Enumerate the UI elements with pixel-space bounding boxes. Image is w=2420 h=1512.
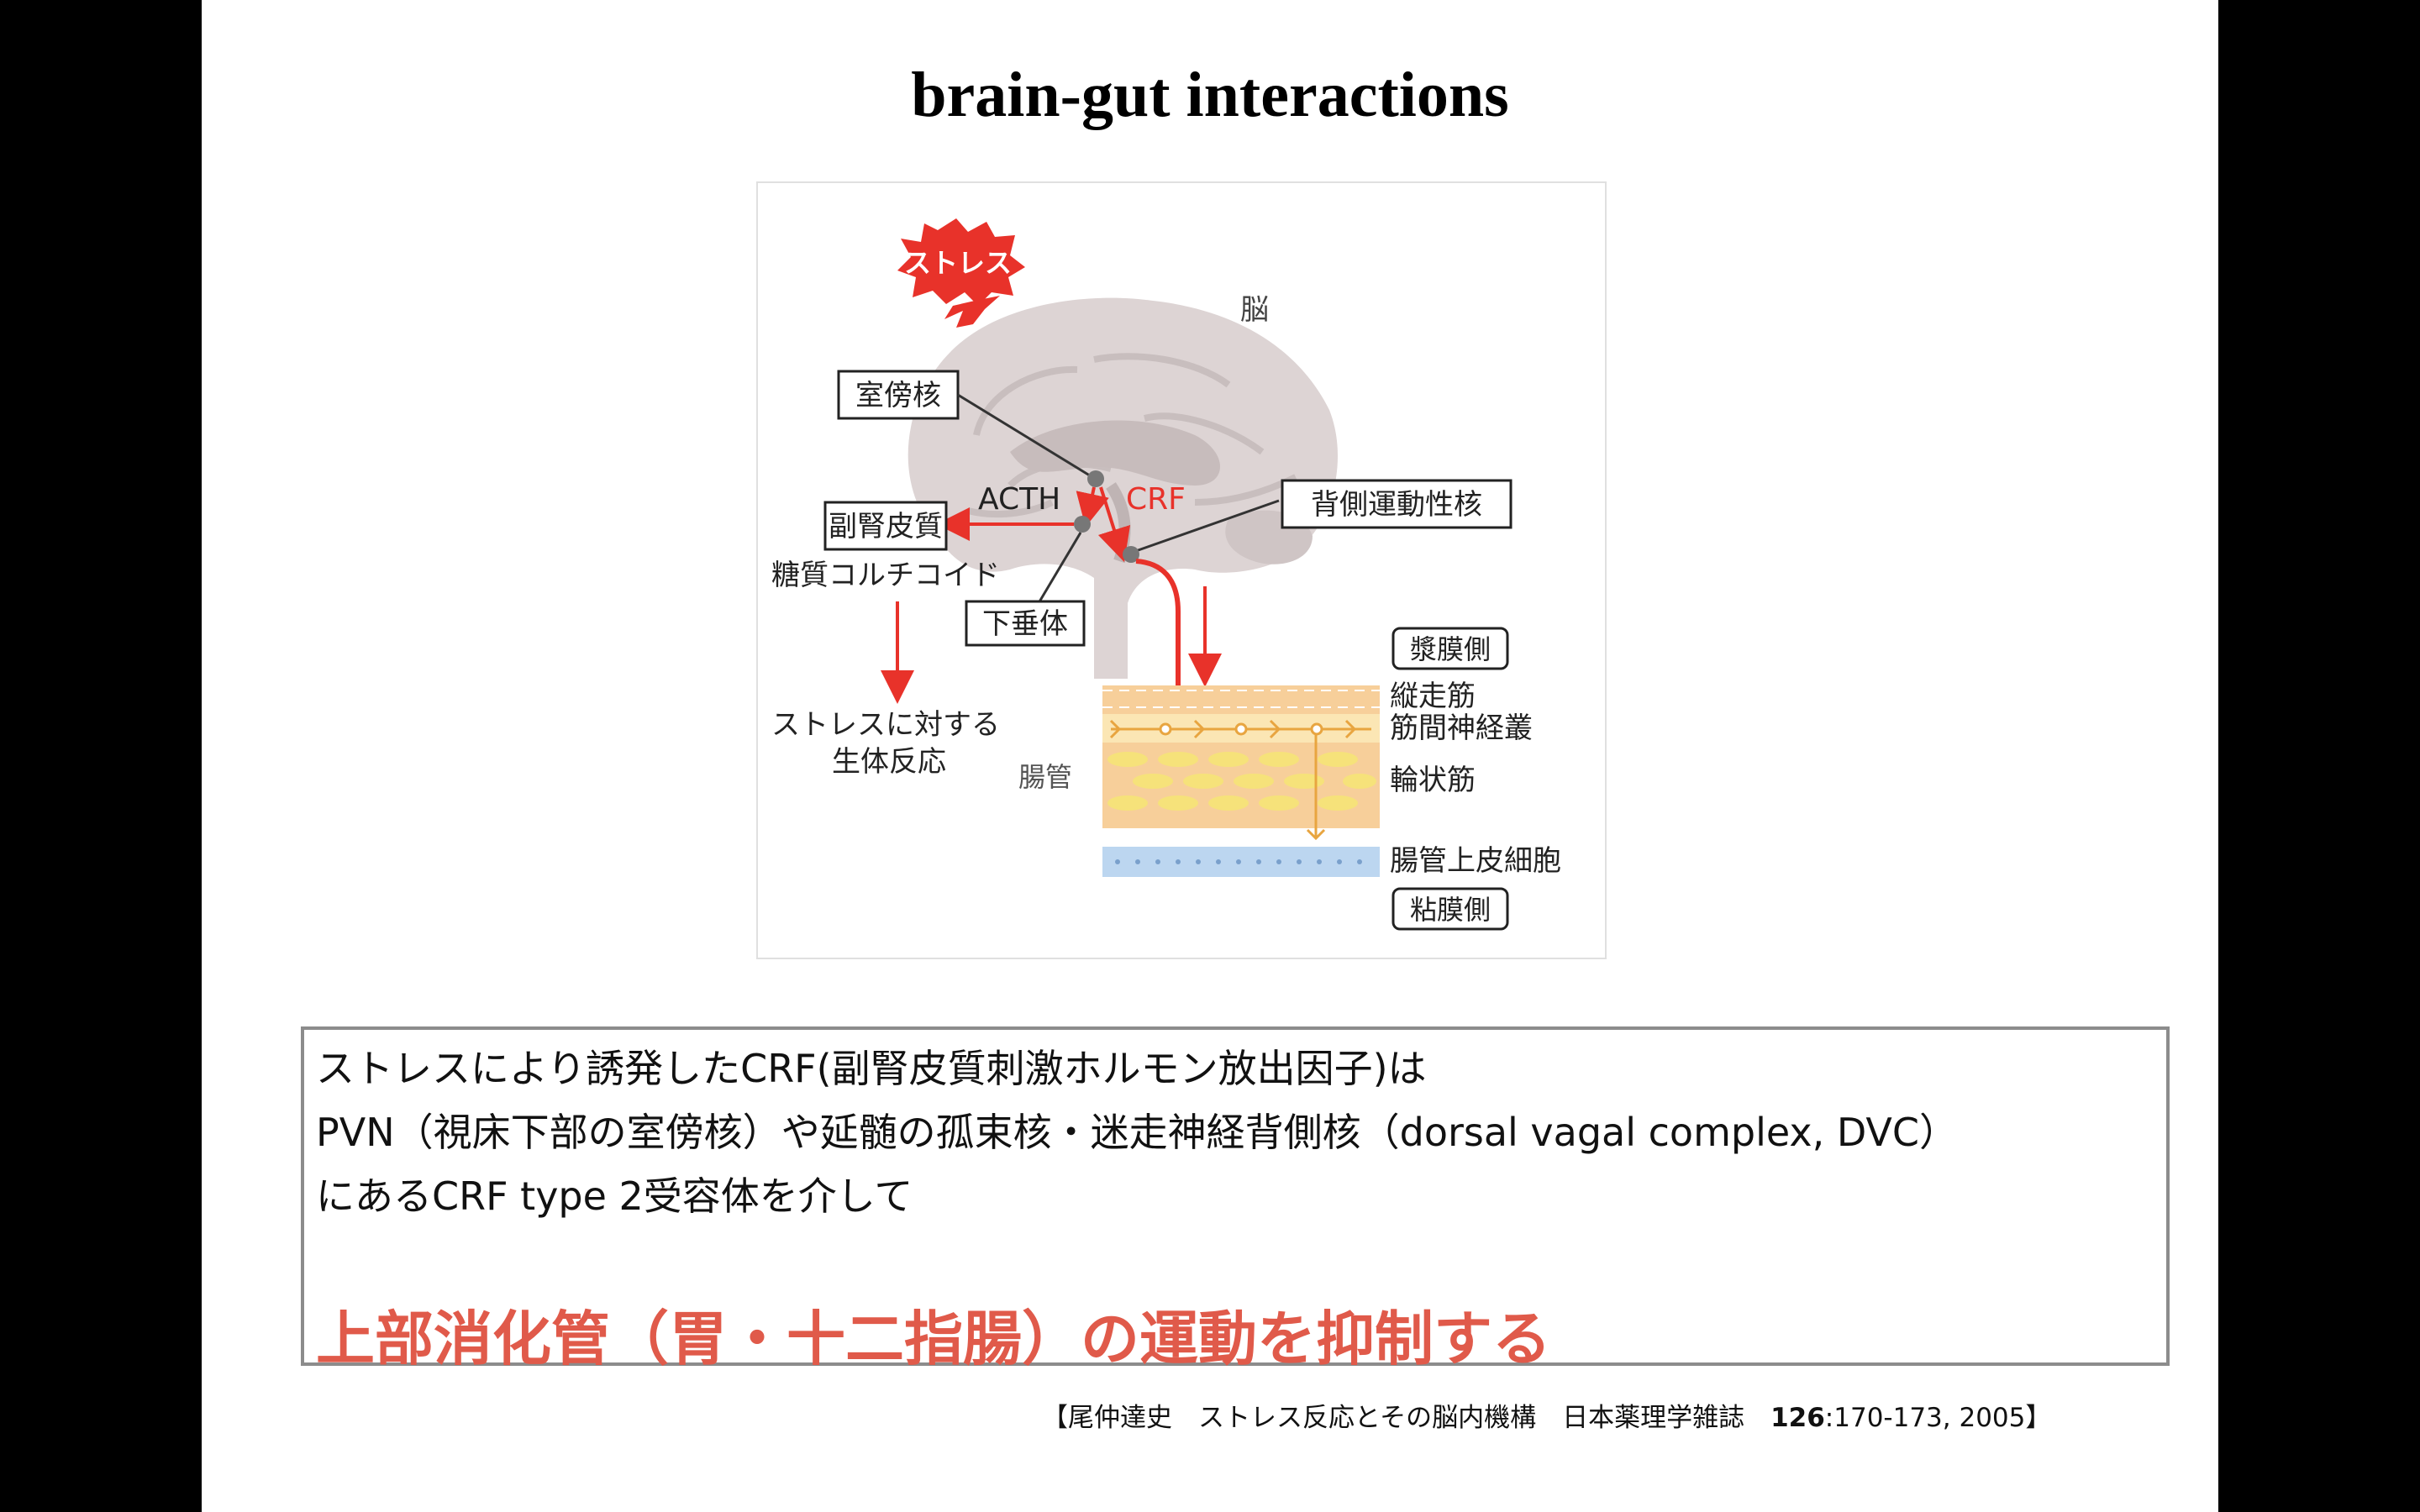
explanation-line-2: PVN（視床下部の室傍核）や延髄の孤束核・迷走神経背側核（dorsal vaga… [316, 1110, 1959, 1155]
crf-to-dvc-arrow [1097, 486, 1131, 563]
serosa-box-label: 漿膜側 [1410, 633, 1491, 665]
dvc-box-label: 背側運動性核 [1311, 488, 1482, 522]
pvn-box-label: 室傍核 [855, 379, 941, 412]
citation-prefix: 【尾仲達史 ストレス反応とその脳内機構 日本薬理学雑誌 [1042, 1403, 1771, 1433]
brain-gut-diagram: ストレス 脳 室傍核 ACTH CRF [756, 181, 1607, 959]
dvc-node [1123, 546, 1139, 563]
acth-label: ACTH [978, 482, 1060, 517]
serosa-box: 漿膜側 [1392, 627, 1509, 670]
dvc-pointer-line [1130, 499, 1280, 554]
brain-illustration [908, 297, 1338, 679]
crf-to-pituitary-arrow [1076, 486, 1109, 528]
citation-suffix: :170-173, 2005】 [1824, 1403, 2052, 1433]
epithelium-label: 腸管上皮細胞 [1390, 844, 1561, 878]
mucosa-box: 粘膜側 [1392, 887, 1509, 931]
adrenal-box-label: 副腎皮質 [829, 510, 943, 543]
pvn-pointer-line [957, 393, 1093, 479]
stress-response-line2: 生体反応 [832, 745, 946, 779]
emphasis-conclusion: 上部消化管（胃・十二指腸）の運動を抑制する [316, 1305, 1551, 1373]
adrenal-box: 副腎皮質 [823, 501, 948, 551]
stress-badge: ストレス [897, 218, 1025, 328]
pituitary-box: 下垂体 [965, 600, 1086, 647]
pituitary-box-label: 下垂体 [982, 607, 1068, 641]
stress-badge-text: ストレス [904, 247, 1012, 279]
slide: brain-gut interactions ストレス [202, 0, 2218, 1512]
circular-muscle-label: 輪状筋 [1390, 764, 1476, 797]
dvc-box: 背側運動性核 [1281, 479, 1512, 529]
gut-layers [1102, 685, 1380, 877]
stress-response-line1: ストレスに対する [771, 708, 1000, 742]
pvn-box: 室傍核 [837, 370, 960, 420]
pvn-node [1087, 470, 1104, 487]
pituitary-pointer-line [1037, 532, 1082, 604]
citation: 【尾仲達史 ストレス反応とその脳内機構 日本薬理学雑誌 126:170-173,… [1042, 1396, 2051, 1434]
brain-label: 脳 [1240, 293, 1269, 327]
explanation-box: ストレスにより誘発したCRF(副腎皮質刺激ホルモン放出因子)は PVN（視床下部… [301, 1026, 2170, 1373]
pituitary-node [1074, 516, 1091, 533]
crf-label: CRF [1126, 482, 1186, 517]
slide-title: brain-gut interactions [911, 60, 1509, 130]
explanation-line-3: にあるCRF type 2受容体を介して [316, 1173, 913, 1219]
mucosa-box-label: 粘膜側 [1410, 894, 1491, 926]
vagal-efferent-path [1135, 559, 1181, 704]
myenteric-plexus-label: 筋間神経叢 [1390, 711, 1533, 745]
glucocorticoid-label: 糖質コルチコイド [771, 559, 1000, 592]
longitudinal-muscle-label: 縦走筋 [1390, 680, 1476, 713]
citation-volume: 126 [1770, 1403, 1825, 1433]
diagram-svg: ストレス 脳 室傍核 ACTH CRF [771, 218, 1561, 931]
intestine-label: 腸管 [1018, 761, 1072, 793]
explanation-line-1: ストレスにより誘発したCRF(副腎皮質刺激ホルモン放出因子)は [316, 1046, 1427, 1091]
